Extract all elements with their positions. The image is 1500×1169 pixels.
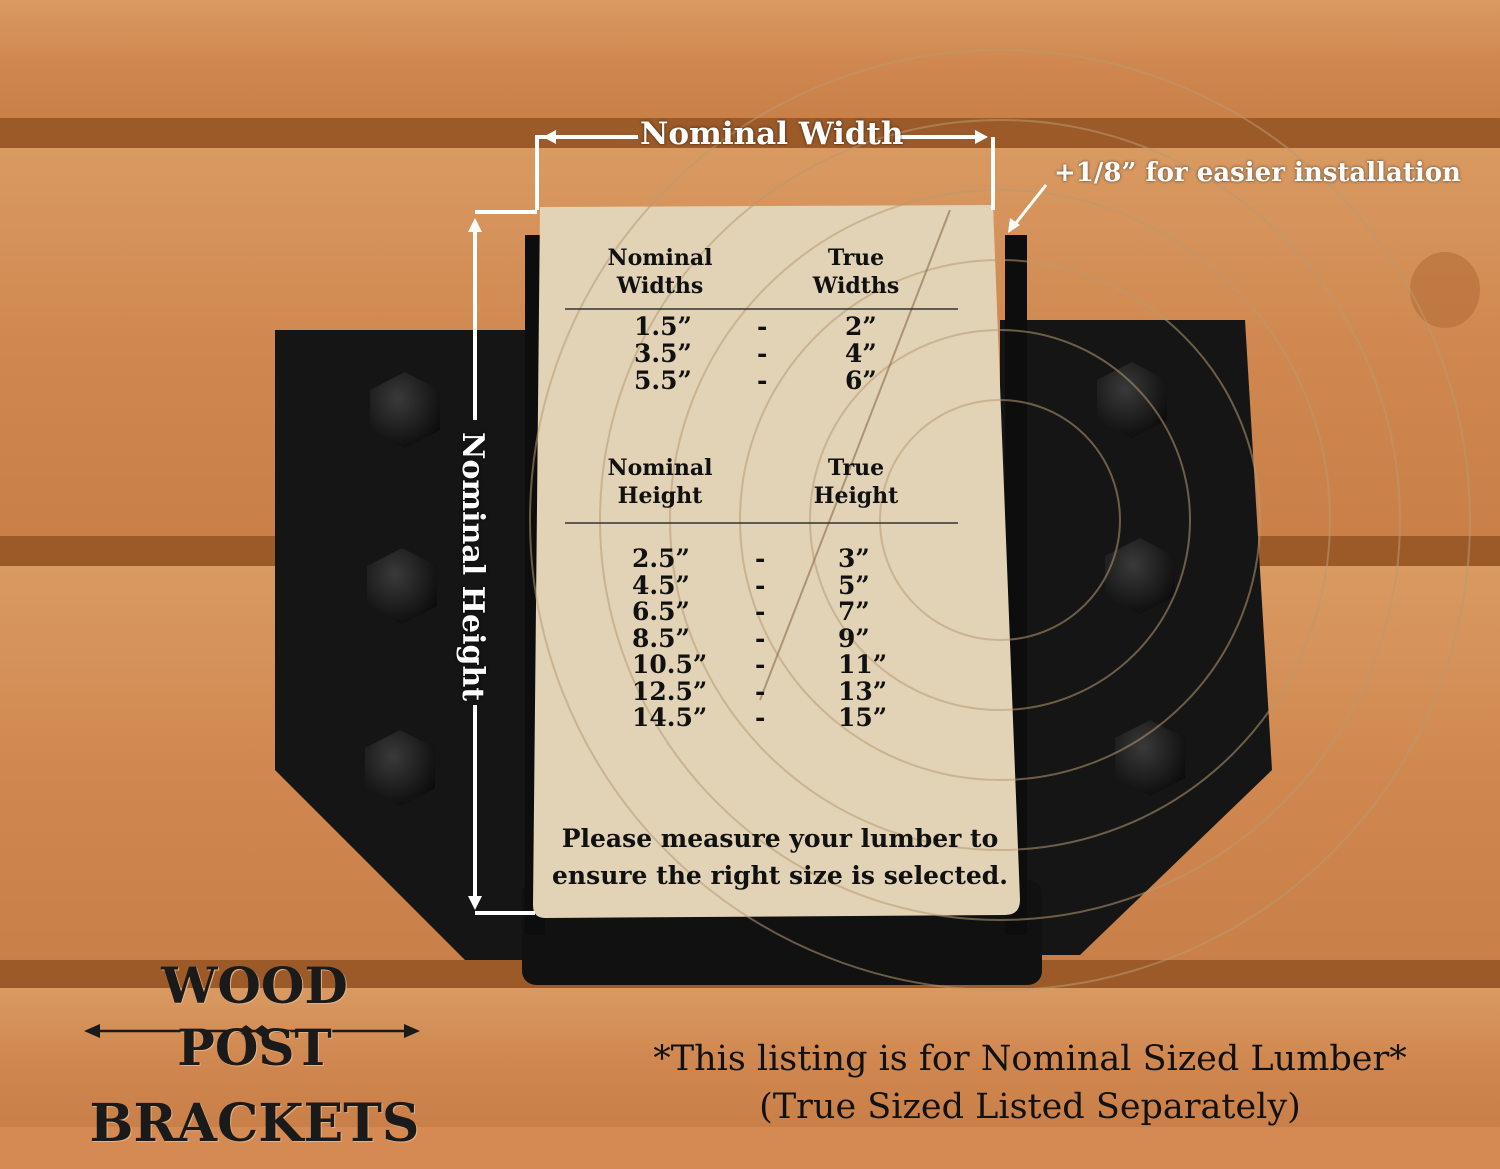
nominal-value: 10.5” (632, 650, 708, 679)
true-value: 15” (838, 703, 888, 732)
logo-line: WOOD POST (161, 956, 348, 1077)
bolt-icon (1115, 720, 1185, 796)
nominal-width-label: Nominal Width (640, 116, 904, 152)
note-line: Please measure your lumber to (561, 824, 999, 853)
bolt-icon (365, 730, 435, 806)
true-value: 7” (838, 597, 870, 626)
nominal-value: 5.5” (634, 366, 692, 395)
separator: - (755, 650, 766, 679)
separator: - (757, 312, 768, 341)
true-value: 11” (838, 650, 888, 679)
widths-header-true: True Widths (786, 244, 926, 300)
nominal-value: 1.5” (634, 312, 692, 341)
header-line: Height (813, 483, 899, 509)
nominal-value: 3.5” (634, 339, 692, 368)
header-line: True (827, 245, 885, 271)
bolt-icon (370, 372, 440, 448)
separator: - (757, 366, 768, 395)
note-line: ensure the right size is selected. (552, 861, 1008, 890)
true-value: 4” (845, 339, 877, 368)
note-line: *This listing is for Nominal Sized Lumbe… (653, 1039, 1407, 1079)
true-value: 5” (838, 570, 870, 600)
bolt-icon (367, 548, 437, 624)
separator: - (755, 676, 766, 706)
nominal-value: 12.5” (632, 676, 708, 706)
tolerance-note: +1/8” for easier installation (1054, 158, 1461, 188)
heights-header-true: True Height (786, 454, 926, 510)
nominal-value: 14.5” (632, 703, 708, 732)
true-value: 9” (838, 623, 870, 653)
true-value: 3” (838, 544, 870, 573)
dimension-lines (473, 135, 1048, 915)
header-line: True (827, 455, 885, 481)
heights-header-nominal: Nominal Height (590, 454, 730, 510)
logo-line: BRACKETS (89, 1093, 420, 1154)
wood-plank (0, 988, 1500, 1127)
separator: - (757, 339, 768, 368)
header-line: Height (617, 483, 703, 509)
measure-note: Please measure your lumber to ensure the… (545, 820, 1015, 894)
separator: - (755, 703, 766, 732)
header-line: Widths (812, 273, 900, 299)
nominal-height-label: Nominal Height (455, 432, 490, 702)
header-line: Widths (616, 273, 704, 299)
true-value: 2” (845, 312, 877, 341)
separator: - (755, 544, 766, 573)
lumber-end-grain (533, 205, 1020, 918)
true-value: 6” (845, 366, 877, 395)
bolt-icon (1105, 538, 1175, 614)
widths-header-nominal: Nominal Widths (590, 244, 730, 300)
nominal-value: 2.5” (632, 544, 690, 573)
wood-plank (0, 0, 1500, 120)
nominal-value: 4.5” (632, 570, 690, 600)
background-scene (0, 0, 1500, 1127)
nominal-value: 6.5” (632, 597, 690, 626)
bracket-right-plate (1000, 320, 1272, 955)
bolt-icon (1097, 362, 1167, 438)
logo: WOOD POST BRACKETS (82, 955, 427, 1169)
nominal-value: 8.5” (632, 623, 690, 653)
separator: - (755, 597, 766, 626)
listing-note: *This listing is for Nominal Sized Lumbe… (610, 1035, 1450, 1131)
header-line: Nominal (607, 455, 713, 481)
separator: - (755, 623, 766, 653)
separator: - (755, 570, 766, 600)
header-line: Nominal (607, 245, 713, 271)
true-value: 13” (838, 676, 888, 706)
note-line: (True Sized Listed Separately) (759, 1087, 1301, 1127)
bracket-left-plate (275, 330, 530, 960)
